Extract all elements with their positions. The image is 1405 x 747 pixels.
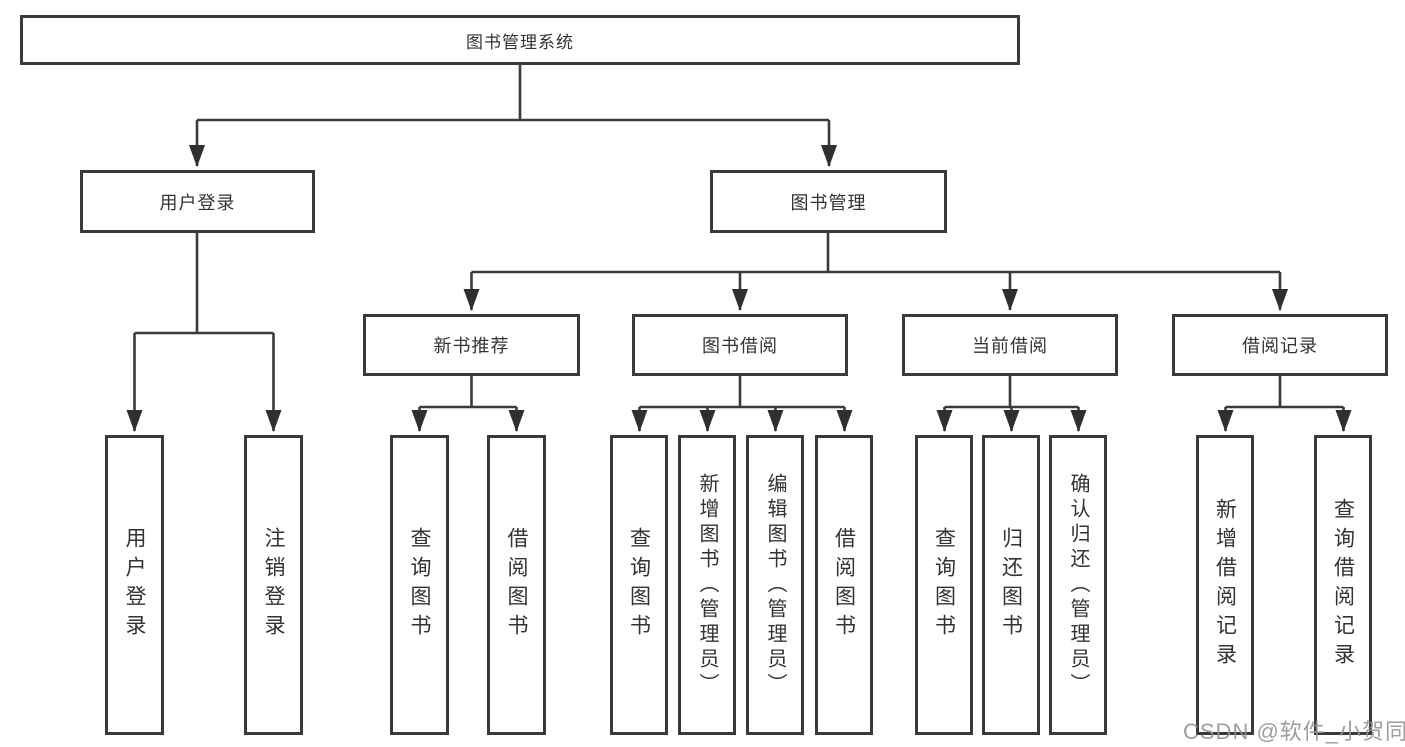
node-borrow-records: 借阅记录 [1172, 314, 1388, 376]
leaf-label: 查询图书 [408, 527, 431, 643]
leaf-borrow-books-borrowing: 借阅图书 [815, 435, 873, 735]
leaf-label: 新增借阅记录 [1213, 498, 1237, 672]
node-book-management: 图书管理 [710, 170, 947, 233]
leaf-query-books-current: 查询图书 [915, 435, 973, 735]
leaf-edit-books-admin: 编辑图书（管理员） [746, 435, 804, 735]
leaf-label: 确认归还（管理员） [1067, 472, 1089, 698]
leaf-query-books-recommend: 查询图书 [390, 435, 449, 735]
leaf-user-login: 用户登录 [105, 435, 164, 735]
leaf-label: 借阅图书 [832, 527, 856, 643]
node-root: 图书管理系统 [20, 15, 1020, 65]
leaf-label: 归还图书 [999, 527, 1023, 643]
node-new-book-recommend: 新书推荐 [363, 314, 580, 376]
node-book-borrowing: 图书借阅 [632, 314, 848, 376]
leaf-label: 新增图书（管理员） [696, 472, 718, 698]
leaf-confirm-return-admin: 确认归还（管理员） [1049, 435, 1107, 735]
leaf-return-books: 归还图书 [982, 435, 1040, 735]
leaf-label: 查询图书 [627, 527, 651, 643]
leaf-add-borrow-record: 新增借阅记录 [1196, 435, 1254, 735]
leaf-query-books-borrowing: 查询图书 [610, 435, 668, 735]
node-user-login: 用户登录 [80, 170, 315, 233]
leaf-label: 查询图书 [932, 527, 956, 643]
leaf-label: 用户登录 [123, 527, 146, 643]
leaf-label: 编辑图书（管理员） [764, 472, 786, 698]
leaf-borrow-books-recommend: 借阅图书 [487, 435, 546, 735]
leaf-add-books-admin: 新增图书（管理员） [678, 435, 736, 735]
leaf-logout: 注销登录 [244, 435, 303, 735]
leaf-label: 借阅图书 [505, 527, 528, 643]
leaf-label: 注销登录 [262, 527, 285, 643]
leaf-label: 查询借阅记录 [1331, 498, 1355, 672]
node-current-borrowing: 当前借阅 [902, 314, 1118, 376]
leaf-query-borrow-record: 查询借阅记录 [1314, 435, 1372, 735]
